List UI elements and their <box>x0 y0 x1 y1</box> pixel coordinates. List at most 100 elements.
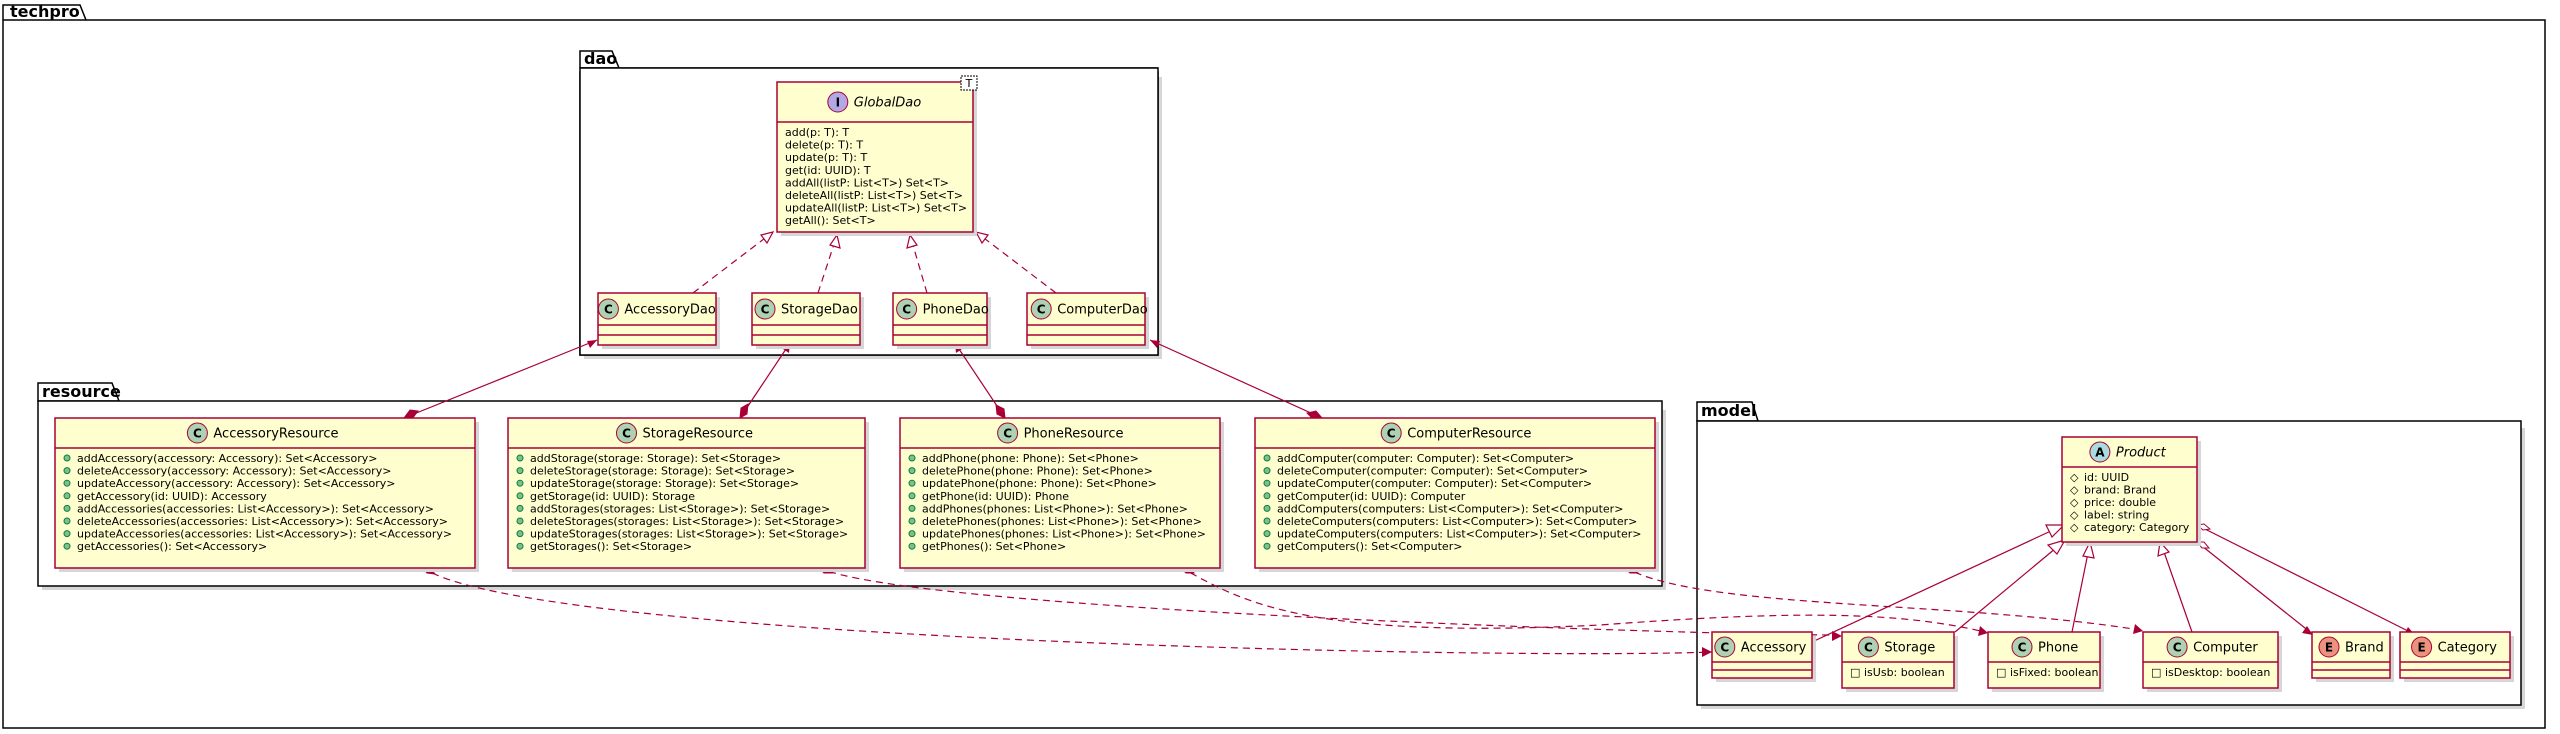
class-name: StorageResource <box>643 427 753 442</box>
realization-arrowhead <box>974 231 990 245</box>
public-visibility-icon <box>908 492 916 500</box>
stereotype-spot-icon <box>754 298 776 320</box>
inheritance-arrowhead <box>2046 539 2067 555</box>
relation-phone-extends-product <box>2071 552 2089 633</box>
class-method: deleteStorage(storage: Storage): Set<Sto… <box>530 465 795 478</box>
class-method: updateStorage(storage: Storage): Set<Sto… <box>530 477 799 490</box>
class-name: GlobalDao <box>854 96 921 111</box>
stereotype-letter: C <box>1003 427 1012 441</box>
class-field: price: double <box>2084 496 2156 509</box>
relation-product-has-brand <box>2196 541 2311 633</box>
package-label-model: model <box>1701 401 1756 420</box>
class-method: deletePhone(phone: Phone): Set<Phone> <box>922 465 1153 478</box>
public-visibility-icon <box>63 454 71 462</box>
class-method: delete(p: T): T <box>785 139 863 152</box>
class-method: getPhone(id: UUID): Phone <box>922 490 1069 503</box>
class-computer-dao: C ComputerDao <box>1026 292 1149 349</box>
class-method: addComputer(computer: Computer): Set<Com… <box>1277 452 1574 465</box>
stereotype-spot-icon <box>186 422 208 444</box>
relation-accessorydao-realizes-globaldao <box>692 231 774 294</box>
class-method: addComputers(computers: List<Computer>):… <box>1277 502 1623 515</box>
relation-product-has-category <box>2196 524 2413 634</box>
class-method: addPhones(phones: List<Phone>): Set<Phon… <box>922 502 1188 515</box>
class-field: isFixed: boolean <box>2010 666 2099 679</box>
relation-computerdao-realizes-globaldao <box>975 231 1057 294</box>
class-method: deleteAccessories(accessories: List<Acce… <box>77 515 448 528</box>
class-method: addAccessory(accessory: Accessory): Set<… <box>77 452 377 465</box>
composition-diamond <box>995 404 1006 419</box>
class-name: StorageDao <box>781 303 858 318</box>
package-label-techpro: techpro <box>10 2 80 21</box>
class-method: updateAll(listP: List<T>) Set<T> <box>785 202 967 215</box>
class-field: isDesktop: boolean <box>2165 666 2270 679</box>
class-box <box>1254 417 1656 569</box>
stereotype-letter: A <box>2095 446 2105 460</box>
public-visibility-icon <box>908 479 916 487</box>
public-visibility-icon <box>908 542 916 550</box>
stereotype-letter: C <box>761 303 770 317</box>
class-box <box>1987 631 2101 689</box>
class-method: addAccessories(accessories: List<Accesso… <box>77 502 434 515</box>
class-method: deleteAll(listP: List<T>) Set<T> <box>785 189 963 202</box>
relation-computer-extends-product <box>2163 551 2193 633</box>
class-method: getAccessory(id: UUID): Accessory <box>77 490 267 503</box>
class-method: deleteAccessory(accessory: Accessory): S… <box>77 465 391 478</box>
public-visibility-icon <box>63 542 71 550</box>
public-visibility-icon <box>516 530 524 538</box>
public-visibility-icon <box>1263 517 1271 525</box>
stereotype-letter: C <box>622 427 631 441</box>
field-visibility: □ <box>1850 666 1860 679</box>
class-method: getComputers(): Set<Computer> <box>1277 540 1462 553</box>
class-field: id: UUID <box>2084 471 2129 484</box>
stereotype-spot-icon <box>1030 298 1052 320</box>
stereotype-letter: C <box>902 303 911 317</box>
relation-accessoryresource-uses-accessory <box>421 566 1713 655</box>
class-method: deleteComputers(computers: List<Computer… <box>1277 515 1637 528</box>
public-visibility-icon <box>1263 504 1271 512</box>
class-box <box>776 81 974 233</box>
class-method: get(id: UUID): T <box>785 164 871 177</box>
class-method: deleteComputer(computer: Computer): Set<… <box>1277 465 1588 478</box>
stereotype-letter: C <box>1720 641 1729 655</box>
class-method: updateComputers(computers: List<Computer… <box>1277 528 1641 541</box>
public-visibility-icon <box>1263 479 1271 487</box>
class-method: getAll(): Set<T> <box>785 214 876 227</box>
field-visibility: ◇ <box>2070 509 2079 522</box>
class-method: addAll(listP: List<T>) Set<T> <box>785 176 949 189</box>
public-visibility-icon <box>516 504 524 512</box>
public-visibility-icon <box>908 467 916 475</box>
public-visibility-icon <box>63 517 71 525</box>
stereotype-spot-icon <box>827 91 849 113</box>
class-name: Storage <box>1884 641 1935 656</box>
field-visibility: □ <box>1996 666 2006 679</box>
public-visibility-icon <box>516 517 524 525</box>
class-method: updateAccessories(accessories: List<Acce… <box>77 528 452 541</box>
stereotype-letter: C <box>1037 303 1046 317</box>
public-visibility-icon <box>908 530 916 538</box>
arrowhead <box>1978 626 1988 636</box>
public-visibility-icon <box>1263 454 1271 462</box>
stereotype-spot-icon <box>2011 636 2033 658</box>
class-box <box>2061 436 2198 543</box>
public-visibility-icon <box>1263 492 1271 500</box>
class-name: AccessoryResource <box>213 427 338 442</box>
class-name: Brand <box>2345 641 2384 656</box>
stereotype-spot-icon <box>616 422 637 444</box>
class-name: PhoneResource <box>1024 427 1124 442</box>
class-name: ComputerDao <box>1057 303 1148 318</box>
stereotype-spot-icon <box>597 298 619 320</box>
arrowhead <box>1702 647 1712 657</box>
arrowhead <box>1150 340 1160 348</box>
class-name: Accessory <box>1741 641 1807 656</box>
stereotype-spot-icon <box>2318 636 2340 658</box>
class-field: isUsb: boolean <box>1864 666 1945 679</box>
